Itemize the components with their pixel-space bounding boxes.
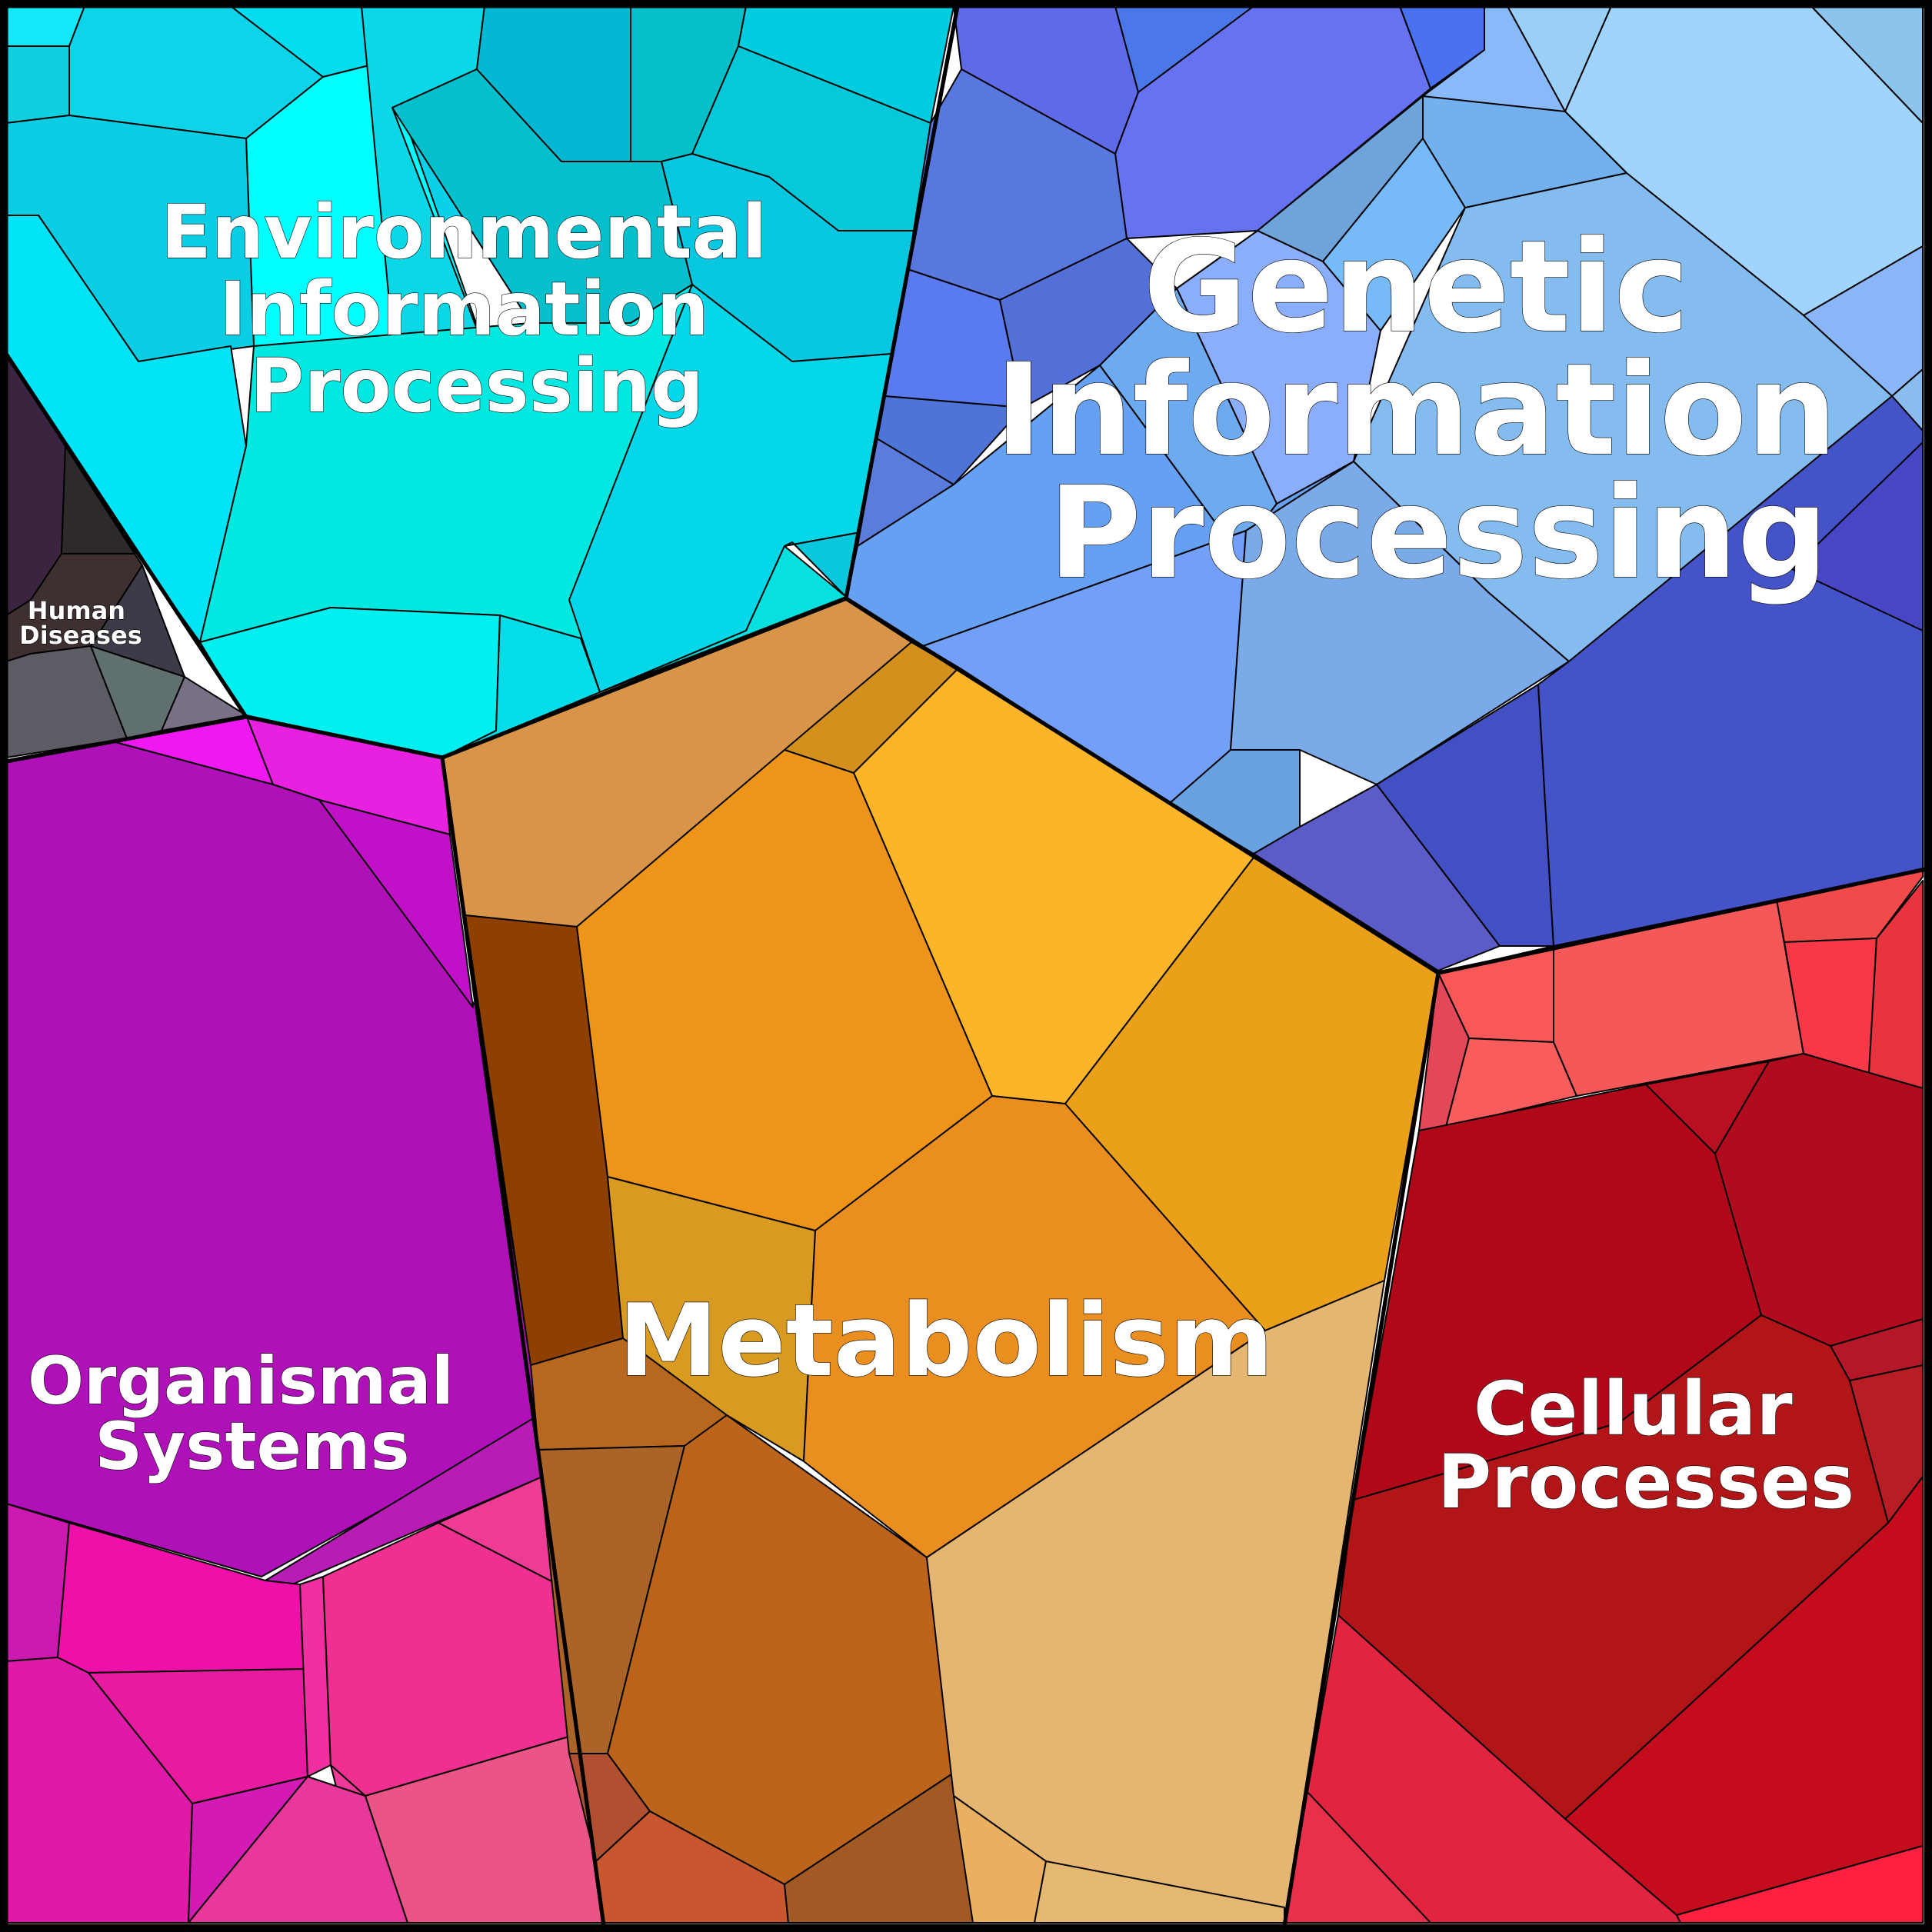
label-environmental: Environmental Information Processing bbox=[161, 189, 793, 429]
label-metabolism: Metabolism bbox=[618, 1282, 1274, 1399]
region-cells-metabolism bbox=[441, 599, 1439, 1924]
cell bbox=[1791, 441, 1924, 631]
region-cells-human-diseases bbox=[5, 353, 247, 758]
cell bbox=[607, 1176, 816, 1462]
label-line: Genetic bbox=[1143, 213, 1689, 361]
label-line: Cellular bbox=[1474, 1366, 1793, 1452]
label-line: Organismal bbox=[28, 1343, 454, 1420]
cell bbox=[318, 799, 474, 1008]
label-line: Metabolism bbox=[618, 1282, 1274, 1399]
cell bbox=[1676, 1845, 1924, 1924]
label-human-diseases: Human Diseases bbox=[19, 596, 142, 650]
label-line: Human bbox=[28, 596, 125, 625]
labels: Environmental Information Processing Gen… bbox=[19, 188, 1881, 1525]
label-line: Information bbox=[219, 266, 709, 352]
label-line: Systems bbox=[95, 1408, 409, 1485]
label-genetic: Genetic Information Processing bbox=[995, 213, 1881, 607]
cells bbox=[5, 5, 1924, 1924]
label-line: Processes bbox=[1437, 1439, 1854, 1525]
label-line: Environmental bbox=[161, 189, 767, 275]
region-cells-genetic bbox=[845, 5, 1924, 971]
cell bbox=[5, 45, 70, 124]
region-cells-environmental bbox=[5, 5, 954, 758]
label-line: Processing bbox=[1048, 459, 1828, 607]
region-cells-cellular bbox=[1284, 868, 1924, 1924]
label-line: Processing bbox=[250, 343, 704, 429]
label-line: Diseases bbox=[19, 621, 142, 650]
label-line: Information bbox=[995, 336, 1837, 484]
label-organismal: Organismal Systems bbox=[28, 1343, 477, 1485]
label-cellular: Cellular Processes bbox=[1437, 1366, 1854, 1525]
